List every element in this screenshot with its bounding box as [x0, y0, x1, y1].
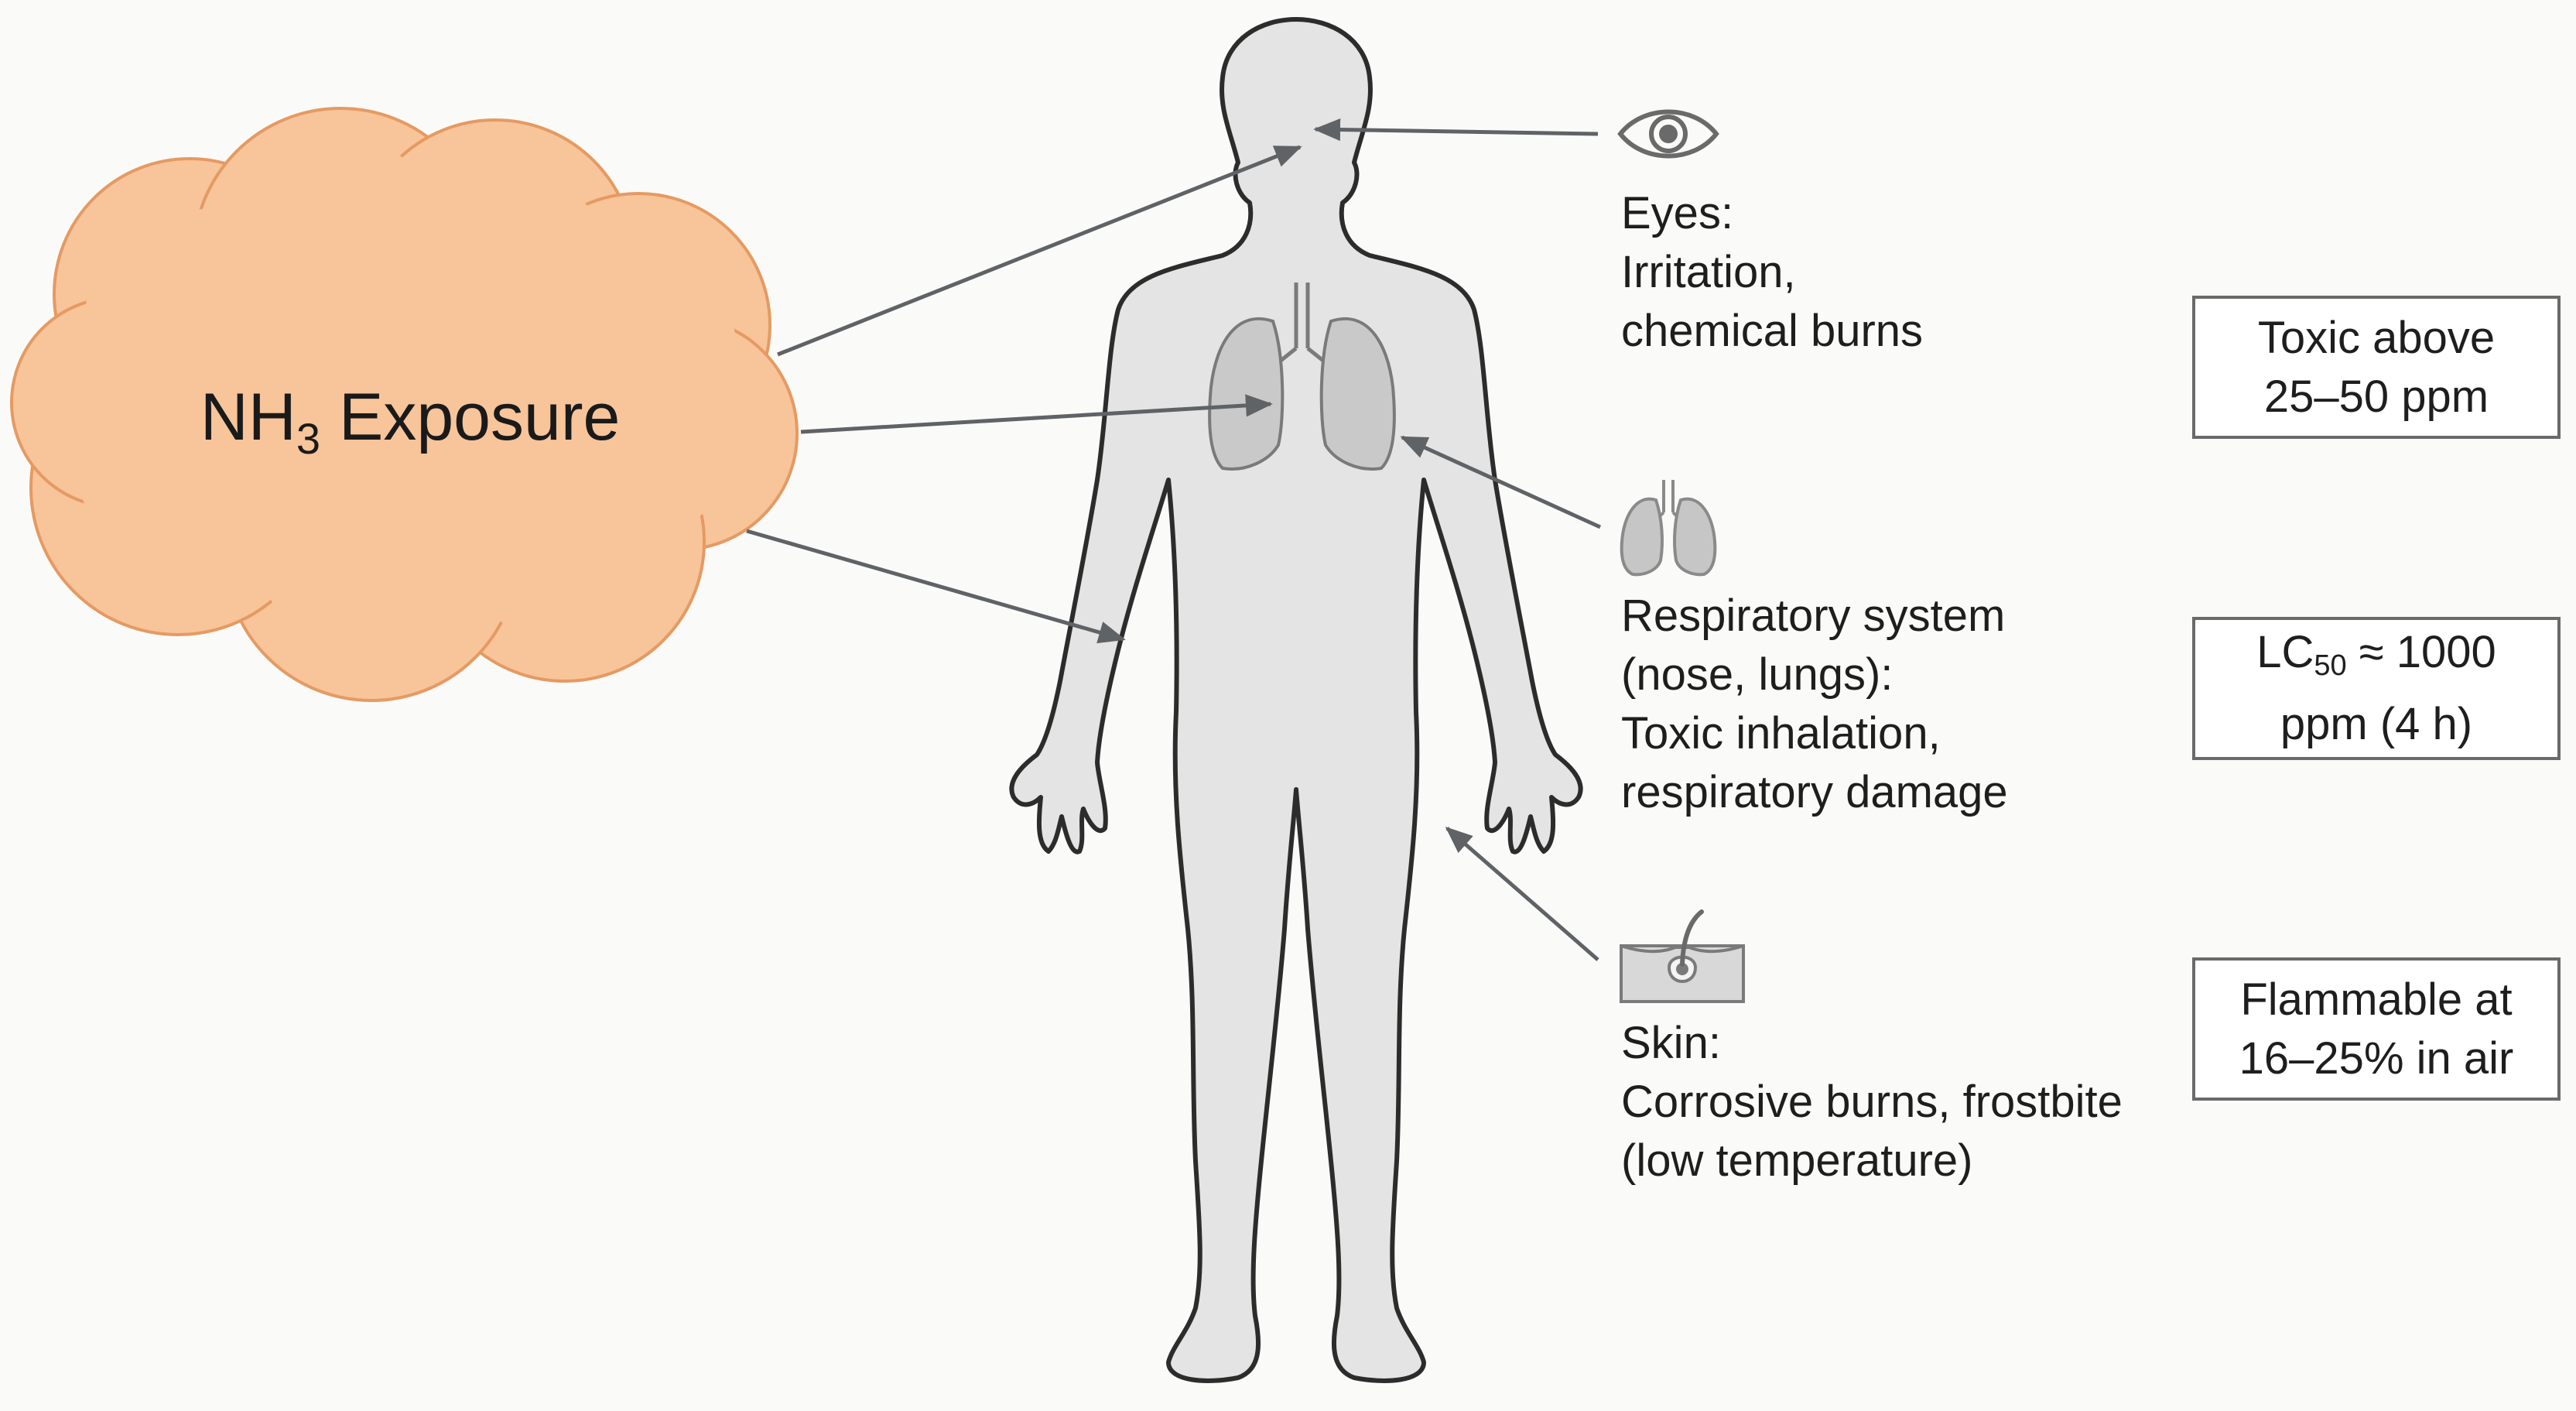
eyes-effect-label: Eyes: Irritation, chemical burns [1621, 184, 1923, 361]
lc50-box: LC50 ≈ 1000 ppm (4 h) [2192, 617, 2561, 760]
skin-effect-line: (low temperature) [1621, 1135, 1973, 1186]
respiratory-effect-line: respiratory damage [1621, 767, 2008, 817]
arrow-respiratory-to-lungs [1400, 435, 1602, 529]
respiratory-effect-line: (nose, lungs): [1621, 649, 1894, 700]
skin-hair-icon [1620, 909, 1745, 1003]
exposure-label: NH3 Exposure [200, 380, 621, 463]
human-body-figure [1009, 17, 1583, 1383]
fact-line: Flammable at [2240, 974, 2513, 1025]
respiratory-effect-line: Toxic inhalation, [1621, 708, 1941, 759]
arrow-cloud-to-face [777, 145, 1302, 357]
eyes-effect-line: Irritation, [1621, 247, 1796, 297]
arrow-eyes-to-face [1313, 118, 1599, 142]
toxicity-threshold-box: Toxic above 25–50 ppm [2192, 296, 2561, 439]
skin-effect-label: Skin: Corrosive burns, frostbite (low te… [1621, 1014, 2123, 1190]
arrow-cloud-to-lungs [800, 394, 1273, 434]
eyes-effect-line: chemical burns [1621, 306, 1924, 356]
eye-icon [1617, 109, 1719, 159]
respiratory-heading: Respiratory system [1621, 591, 2006, 641]
fact-line: LC50 ≈ 1000 [2256, 627, 2496, 682]
lungs-organ [1208, 283, 1396, 471]
skin-effect-line: Corrosive burns, frostbite [1621, 1077, 2123, 1127]
flammability-box: Flammable at 16–25% in air [2192, 957, 2561, 1101]
arrow-skin-to-leg [1445, 827, 1599, 961]
fact-line: ppm (4 h) [2280, 699, 2473, 749]
eyes-heading: Eyes: [1621, 188, 1734, 238]
exposure-cloud [10, 107, 799, 702]
fact-line: 25–50 ppm [2263, 371, 2489, 422]
exposure-arrows [746, 145, 1302, 644]
arrow-cloud-to-arm [746, 529, 1126, 644]
skin-heading: Skin: [1621, 1018, 1721, 1068]
lungs-icon [1620, 480, 1717, 577]
fact-line: Toxic above [2257, 312, 2496, 363]
respiratory-effect-label: Respiratory system (nose, lungs): Toxic … [1621, 587, 2008, 822]
fact-line: 16–25% in air [2239, 1033, 2514, 1084]
effect-arrows [1313, 118, 1602, 961]
